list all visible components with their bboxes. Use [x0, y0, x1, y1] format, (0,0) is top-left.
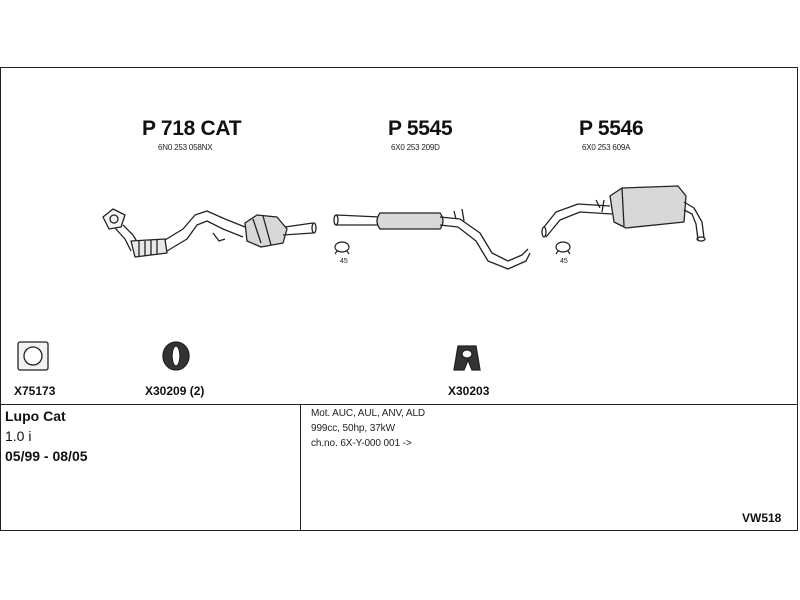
middle-silencer-drawing[interactable]: [330, 205, 540, 285]
spec-engine-codes: Mot. AUC, AUL, ANV, ALD: [311, 408, 426, 419]
vehicle-years: 05/99 - 08/05: [5, 448, 88, 464]
clamp-1-drawing[interactable]: [333, 240, 355, 256]
rubber-mount-icon[interactable]: [450, 340, 484, 374]
accessory-code-gasket[interactable]: X75173: [14, 384, 56, 398]
rubber-hanger-icon[interactable]: [160, 340, 192, 374]
vehicle-engine: 1.0 i: [5, 428, 32, 444]
oe-number-catalyst: 6N0 253 058NX: [158, 143, 213, 152]
clamp-1-size: 45: [340, 258, 348, 265]
oe-number-rear: 6X0 253 609A: [582, 143, 631, 152]
diagram-frame: [0, 67, 798, 531]
accessory-code-hanger[interactable]: X30209 (2): [145, 384, 205, 398]
accessory-code-mount[interactable]: X30203: [448, 384, 490, 398]
column-divider: [300, 404, 301, 531]
gasket-icon[interactable]: [16, 340, 52, 374]
part-number-middle[interactable]: P 5545: [388, 117, 453, 140]
spec-displacement-power: 999cc, 50hp, 37kW: [311, 423, 395, 434]
clamp-2-drawing[interactable]: [554, 240, 576, 256]
vehicle-model: Lupo Cat: [5, 408, 66, 424]
oe-number-middle: 6X0 253 209D: [391, 143, 440, 152]
part-number-rear[interactable]: P 5546: [579, 117, 644, 140]
table-divider: [0, 404, 798, 405]
rear-silencer-drawing[interactable]: [538, 182, 708, 252]
catalyst-pipe-drawing[interactable]: [95, 195, 325, 275]
part-number-catalyst[interactable]: P 718 CAT: [142, 117, 242, 140]
spec-chassis: ch.no. 6X-Y-000 001 ->: [311, 438, 412, 449]
clamp-2-size: 45: [560, 258, 568, 265]
diagram-code: VW518: [742, 511, 782, 525]
